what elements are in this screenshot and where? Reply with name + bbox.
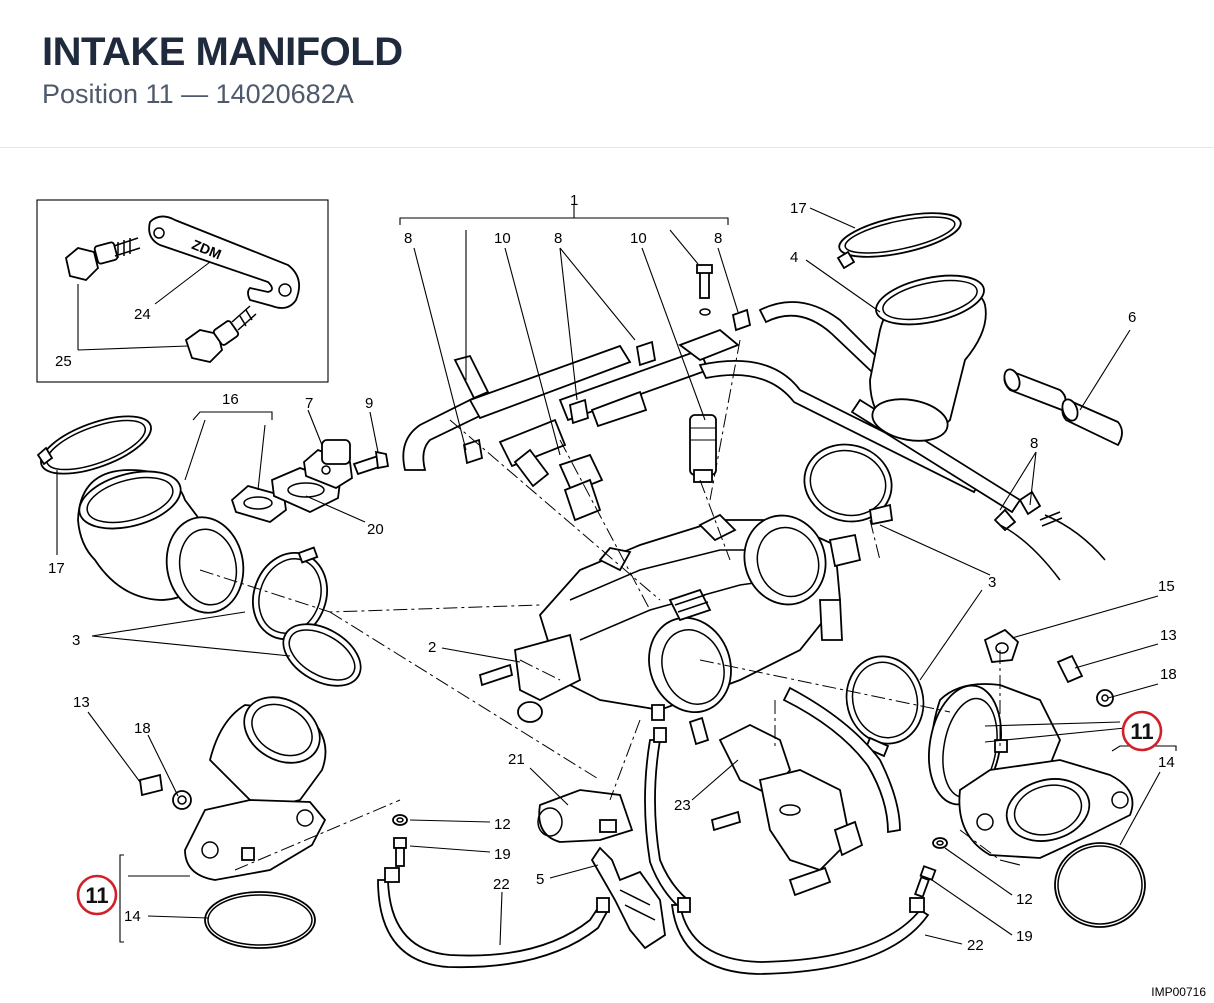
highlight-label: 11 [85,883,108,908]
sensor-parts-top [230,439,390,523]
label-8: 8 [1030,435,1038,452]
page-subtitle: Position 11 — 14020682A [42,79,354,109]
label-25: 25 [55,353,72,370]
leader-lines [56,204,1177,946]
label-6: 6 [1128,309,1136,326]
label-8: 8 [554,230,562,247]
header: INTAKE MANIFOLD Position 11 — 14020682A [0,0,1214,148]
label-4: 4 [790,249,798,266]
label-17: 17 [790,200,807,217]
drawing-code: IMP00716 [1151,985,1206,999]
label-16: 16 [222,391,239,408]
right-intake-manifold [928,628,1146,928]
left-upper-parts [36,415,328,641]
small-fittings [392,814,948,898]
left-intake-manifold [139,623,362,949]
label-18: 18 [1160,666,1177,683]
idle-valve [688,686,901,897]
assembly-axis-lines [199,339,1001,871]
label-19: 19 [494,846,511,863]
bracket [590,846,666,950]
label-12: 12 [1016,891,1033,908]
label-10: 10 [494,230,511,247]
fuel-rail-assembly [402,264,752,522]
label-2: 2 [428,639,436,656]
label-13: 13 [1160,627,1177,644]
label-9: 9 [365,395,373,412]
label-10: 10 [630,230,647,247]
map-sensor [537,789,634,843]
label-14: 14 [1158,754,1175,771]
filter-tubes [1003,368,1123,447]
throttle-body [478,513,862,723]
label-5: 5 [536,871,544,888]
label-21: 21 [508,751,525,768]
inset-box: ZDM [36,199,329,383]
highlight-label: 11 [1130,719,1153,744]
upper-right-duct [836,212,987,442]
label-19: 19 [1016,928,1033,945]
label-15: 15 [1158,578,1175,595]
highlight-callout-left: 11 [76,874,118,916]
vacuum-hoses [377,727,930,975]
label-14: 14 [124,908,141,925]
label-3: 3 [72,632,80,649]
label-22: 22 [493,876,510,893]
highlight-callout-right: 11 [1121,710,1163,752]
label-24: 24 [134,306,151,323]
highlight-circle [1121,710,1163,752]
label-8: 8 [404,230,412,247]
label-23: 23 [674,797,691,814]
right-clamps [803,443,925,758]
highlight-circle [76,874,118,916]
label-22: 22 [967,937,984,954]
part-number-labels: 1 8 10 8 10 8 17 4 6 24 25 16 7 9 20 17 … [48,192,1177,954]
label-12: 12 [494,816,511,833]
label-18: 18 [134,720,151,737]
label-20: 20 [367,521,384,538]
label-13: 13 [73,694,90,711]
label-17: 17 [48,560,65,577]
label-7: 7 [305,395,313,412]
label-8: 8 [714,230,722,247]
page-title: INTAKE MANIFOLD [42,30,403,74]
label-1: 1 [570,192,578,209]
label-3: 3 [988,574,996,591]
